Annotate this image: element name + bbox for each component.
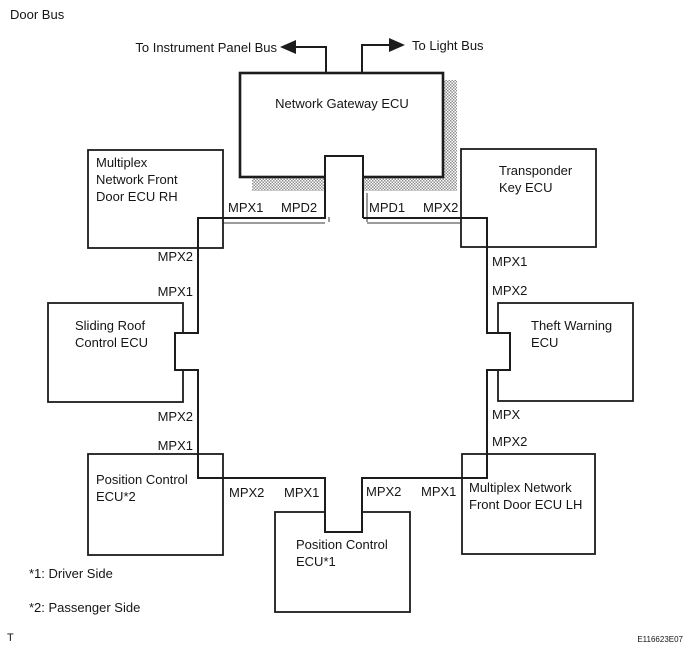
ecu-box-transponder-key [460, 148, 597, 248]
bus-label-left-mpx1-a: MPX1 [158, 284, 193, 299]
sliding-roof-connector-mask [176, 334, 197, 369]
svg-text:Key ECU: Key ECU [499, 180, 552, 195]
footnote-passenger-side: *2: Passenger Side [29, 600, 140, 615]
bus-label-left-mpx2-b: MPX2 [158, 409, 193, 424]
svg-text:ECU: ECU [531, 335, 558, 350]
to-instrument-panel-bus-label: To Instrument Panel Bus [135, 40, 277, 55]
bus-label-left-mpx1-b: MPX1 [158, 438, 193, 453]
gateway-label: Network Gateway ECU [275, 96, 409, 111]
bus-label-top-mpx1: MPX1 [228, 200, 263, 215]
position1-connector-mask [326, 479, 361, 531]
right-arrow-icon [389, 38, 405, 52]
bus-label-left-mpx2-a: MPX2 [158, 249, 193, 264]
page-marker: T [7, 632, 14, 644]
svg-text:Door ECU RH: Door ECU RH [96, 189, 178, 204]
door-bus-ring [174, 155, 511, 533]
theft-warning-label: Theft Warning ECU [531, 318, 612, 350]
bus-label-bottom-mpx2-a: MPX2 [229, 485, 264, 500]
gateway-connector-mask [326, 157, 362, 217]
bus-label-bottom-mpx1-a: MPX1 [284, 485, 319, 500]
lh-label: Multiplex Network Front Door ECU LH [469, 480, 582, 512]
to-light-bus-label: To Light Bus [412, 38, 484, 53]
bus-label-bottom-mpx1-b: MPX1 [421, 484, 456, 499]
ecu-box-position-control-2 [87, 453, 224, 556]
left-arrow-icon [280, 40, 296, 54]
svg-text:Position Control: Position Control [296, 537, 388, 552]
position1-label: Position Control ECU*1 [296, 537, 388, 569]
svg-text:ECU*2: ECU*2 [96, 489, 136, 504]
bus-label-right-mpx2-b: MPX2 [492, 434, 527, 449]
bus-label-right-mpx2-a: MPX2 [492, 283, 527, 298]
sliding-roof-label: Sliding Roof Control ECU [75, 318, 148, 350]
svg-text:Control ECU: Control ECU [75, 335, 148, 350]
svg-text:Sliding Roof: Sliding Roof [75, 318, 145, 333]
bus-label-right-mpx: MPX [492, 407, 521, 422]
light-bus-link [361, 38, 405, 73]
instrument-panel-bus-link [280, 40, 327, 73]
page-title: Door Bus [10, 7, 65, 22]
ecu-box-multiplex-front-door-rh [87, 149, 224, 249]
bus-label-bottom-mpx2-b: MPX2 [366, 484, 401, 499]
svg-text:Network Front: Network Front [96, 172, 178, 187]
svg-text:Multiplex: Multiplex [96, 155, 148, 170]
bus-label-right-mpx1: MPX1 [492, 254, 527, 269]
bus-label-top-mpx2: MPX2 [423, 200, 458, 215]
svg-text:ECU*1: ECU*1 [296, 554, 336, 569]
footnote-driver-side: *1: Driver Side [29, 566, 113, 581]
ecu-box-theft-warning [497, 302, 634, 402]
svg-text:Position Control: Position Control [96, 472, 188, 487]
bus-label-top-mpd1: MPD1 [369, 200, 405, 215]
theft-warning-connector-mask [488, 334, 509, 369]
svg-text:Multiplex Network: Multiplex Network [469, 480, 572, 495]
svg-text:Front Door ECU LH: Front Door ECU LH [469, 497, 582, 512]
svg-text:Transponder: Transponder [499, 163, 573, 178]
svg-text:Theft Warning: Theft Warning [531, 318, 612, 333]
ecu-box-multiplex-front-door-lh [461, 453, 596, 555]
rh-label: Multiplex Network Front Door ECU RH [96, 155, 178, 204]
transponder-label: Transponder Key ECU [499, 163, 573, 195]
bus-label-top-mpd2: MPD2 [281, 200, 317, 215]
ecu-box-sliding-roof [47, 302, 184, 403]
figure-code: E116623E07 [637, 635, 683, 644]
position2-label: Position Control ECU*2 [96, 472, 188, 504]
